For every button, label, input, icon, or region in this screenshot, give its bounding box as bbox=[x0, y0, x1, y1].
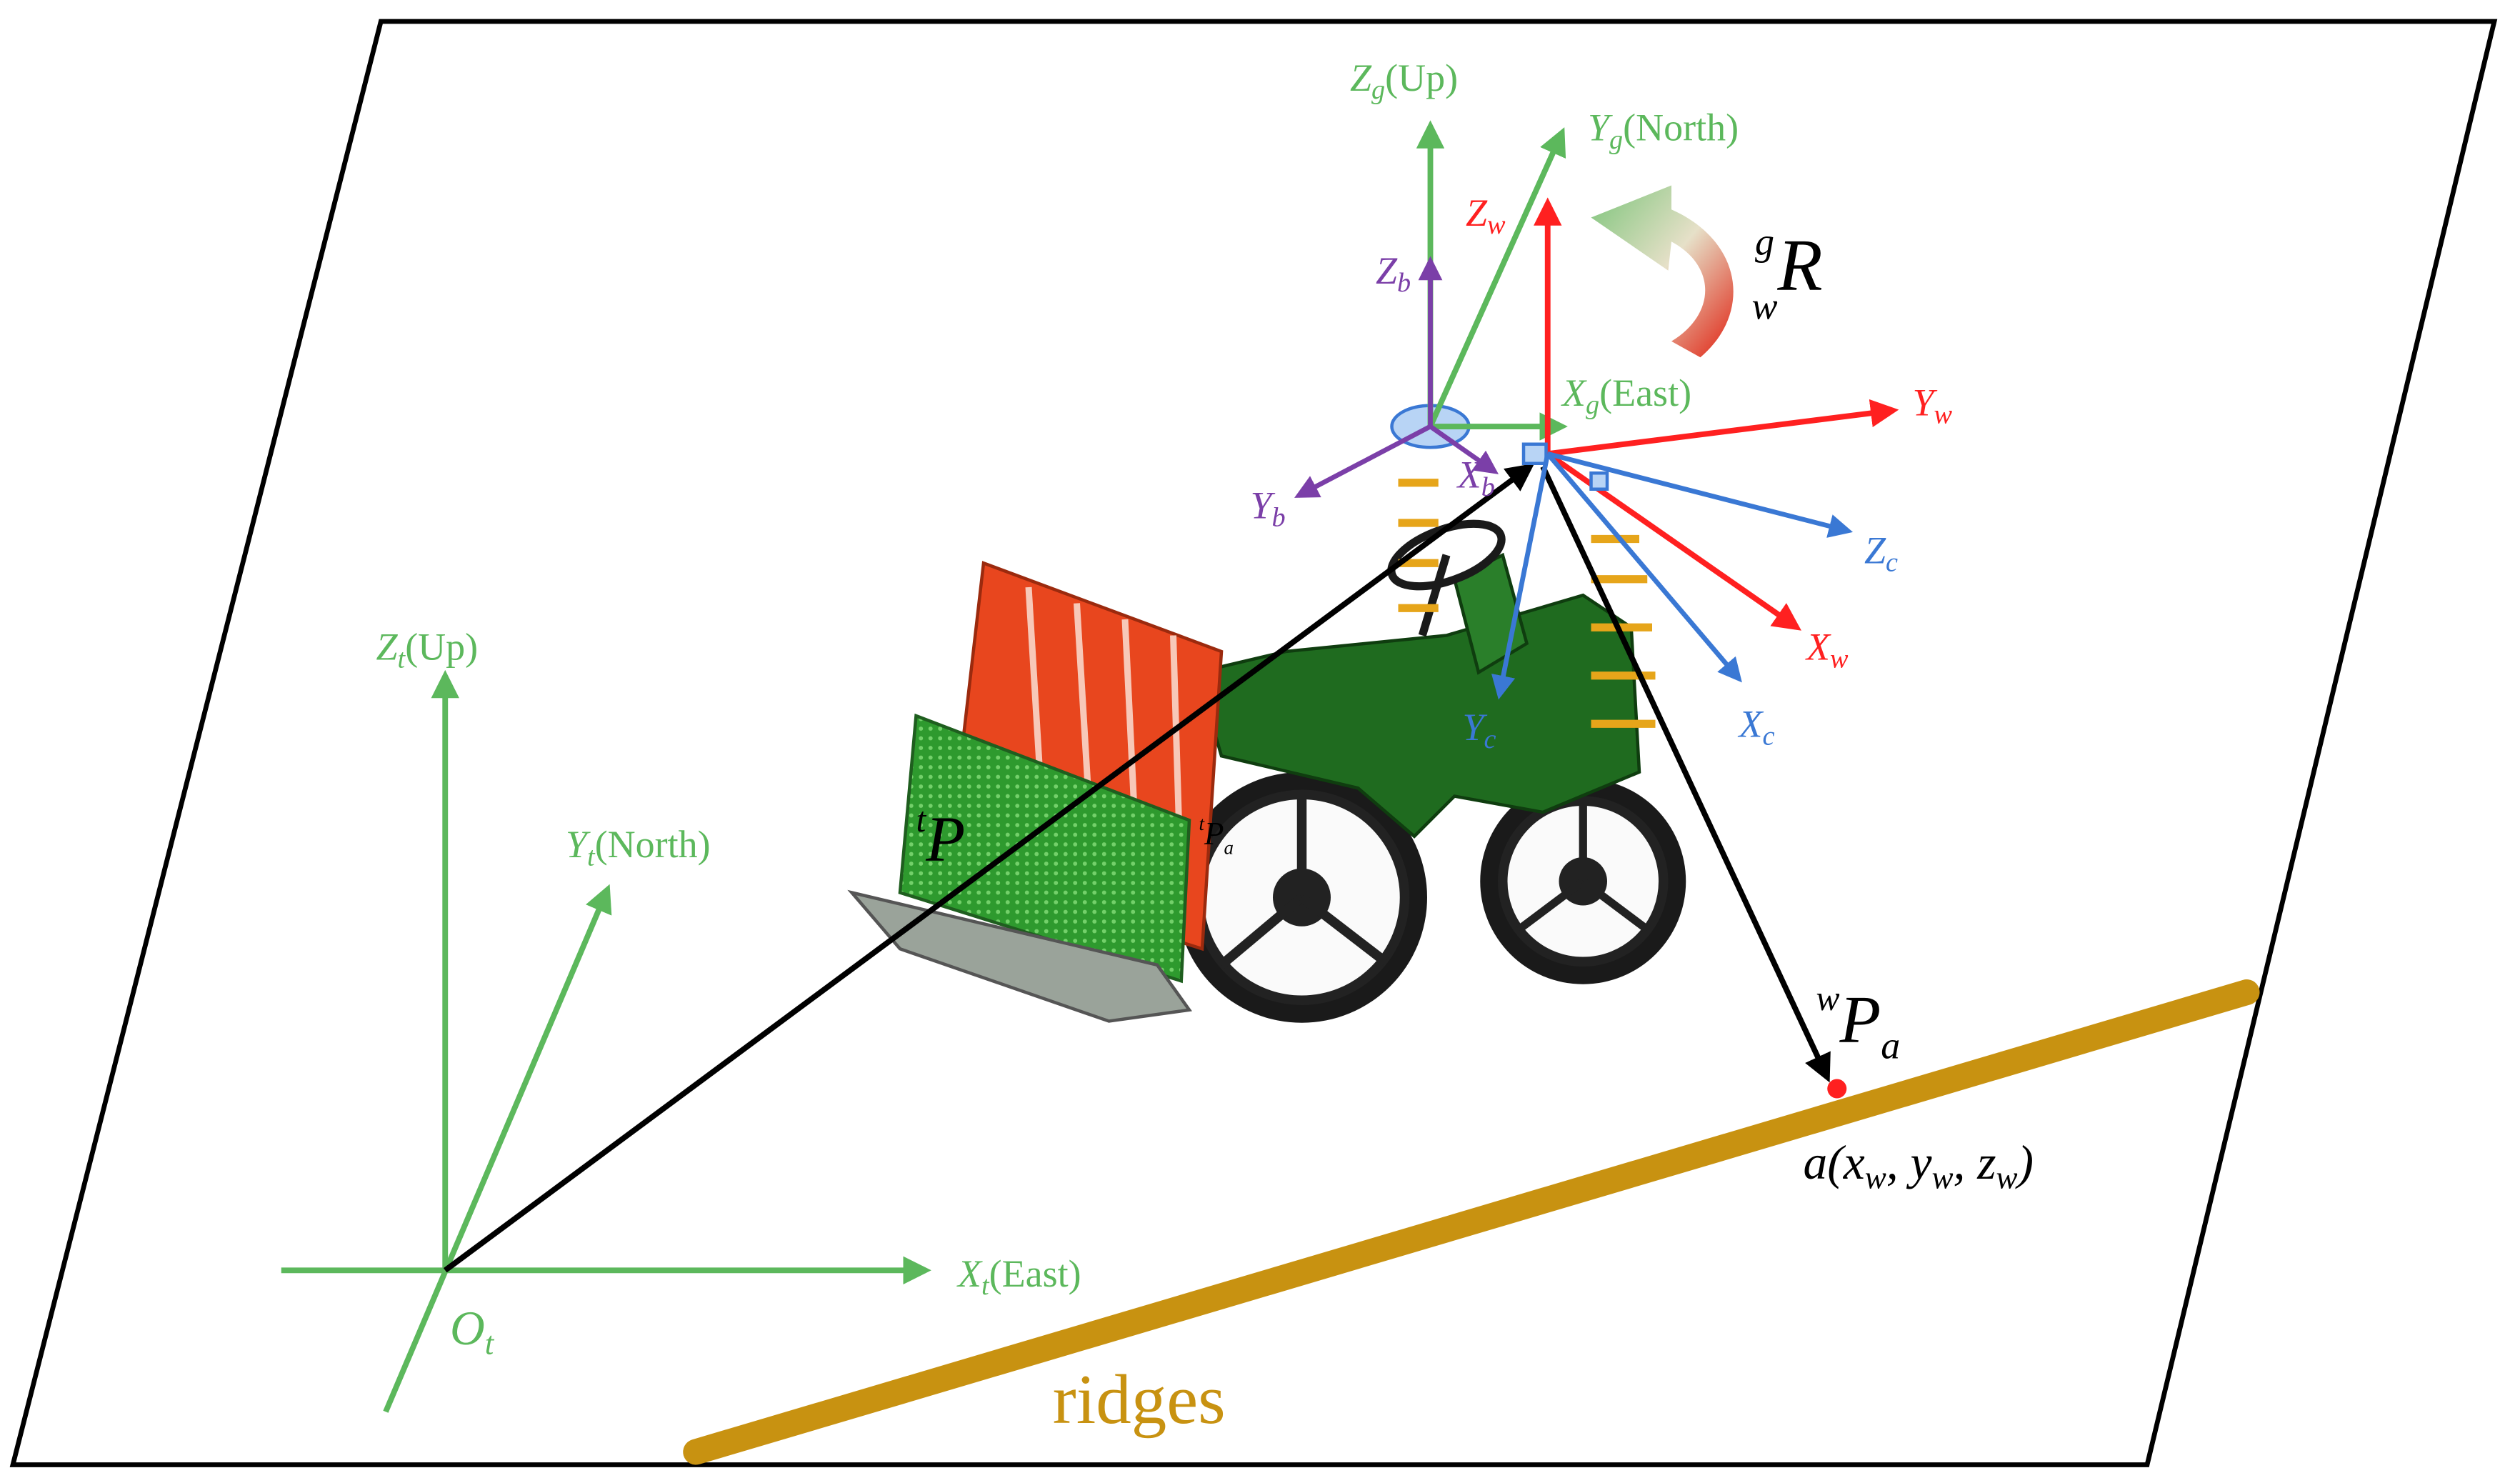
front-wheel bbox=[1480, 778, 1686, 984]
vector-wPa-label: wPa bbox=[1816, 979, 1901, 1067]
tractor-body bbox=[1195, 593, 1641, 839]
camera-x-axis bbox=[1546, 452, 1742, 683]
camera-y-axis bbox=[1491, 453, 1551, 700]
camera-z-label: Zc bbox=[1864, 529, 1898, 577]
gnss-y-axis bbox=[1427, 127, 1566, 428]
point-a-marker bbox=[1827, 1079, 1847, 1099]
ridge-bar bbox=[683, 979, 2260, 1465]
terrain-origin-label: Ot bbox=[450, 1302, 495, 1362]
terrain-x-label: Xt(East) bbox=[956, 1252, 1081, 1301]
terrain-y-label: Yt(North) bbox=[566, 823, 711, 872]
ridges-label: ridges bbox=[1053, 1361, 1226, 1439]
vector-tPa-small-label: tPa bbox=[1199, 813, 1234, 859]
body-x-label: Xb bbox=[1456, 454, 1495, 502]
camera-box bbox=[1521, 442, 1548, 465]
body-y-axis bbox=[1294, 424, 1432, 498]
world-z-label: Zw bbox=[1466, 191, 1506, 240]
camera-box-2 bbox=[1589, 471, 1609, 491]
world-y-label: Yw bbox=[1913, 381, 1953, 429]
gnss-x-label: Xg(East) bbox=[1561, 371, 1691, 420]
side-markers bbox=[1398, 479, 1656, 728]
world-frame: Zw Yw Xw bbox=[1466, 191, 1953, 674]
steering-wheel bbox=[1387, 519, 1506, 591]
vector-tP bbox=[443, 463, 1535, 1273]
body-z-label: Zb bbox=[1376, 249, 1411, 298]
world-x-axis bbox=[1546, 451, 1801, 631]
camera-frame: Zc Xc Yc bbox=[1463, 442, 1898, 754]
camera-x-label: Xc bbox=[1738, 702, 1775, 751]
camera-y-label: Yc bbox=[1463, 706, 1496, 754]
terrain-frame: Zt(Up) Yt(North) Xt(East) Ot bbox=[281, 625, 1081, 1413]
gnss-z-label: Zg(Up) bbox=[1350, 56, 1458, 105]
camera-z-axis bbox=[1546, 451, 1854, 538]
seedling-tray bbox=[898, 561, 1224, 984]
vector-wPa bbox=[1540, 465, 1831, 1083]
body-frame: Zb Yb Xb bbox=[1251, 249, 1499, 533]
terrain-z-label: Zt(Up) bbox=[376, 625, 479, 674]
point-a-label: a(xw, yw, zw) bbox=[1804, 1136, 2034, 1196]
gnss-y-label: Yg(North) bbox=[1588, 106, 1739, 155]
vector-tP-label: tP bbox=[916, 800, 966, 875]
body-y-label: Yb bbox=[1251, 484, 1286, 532]
terrain-y-axis bbox=[383, 884, 612, 1413]
rice-transplanter-illustration bbox=[847, 479, 1686, 1023]
world-y-axis bbox=[1547, 399, 1899, 457]
world-x-label: Xw bbox=[1805, 625, 1849, 674]
steering-column bbox=[1418, 554, 1451, 637]
body-x-axis bbox=[1429, 424, 1499, 474]
